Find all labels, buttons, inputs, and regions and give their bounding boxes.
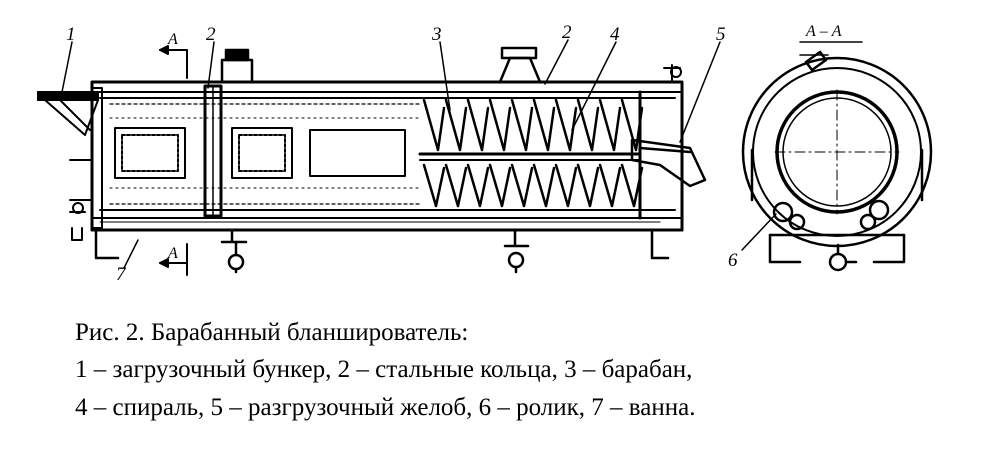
section-view-title: А – А: [805, 23, 842, 40]
spiral-flight-lower: [576, 163, 600, 208]
spiral-flight-lower: [620, 163, 644, 208]
section-mark-bottom: А: [167, 245, 178, 262]
discharge-chute: [630, 138, 707, 188]
spiral-flight-lower: [532, 163, 556, 208]
figure-caption-legend-line-1: 1 – загрузочный бункер, 2 – стальные кол…: [75, 356, 693, 383]
label-3: 3: [431, 24, 442, 45]
supports: [94, 228, 670, 274]
blancher-drawing: 1 2 3 2 4 5 6 7 А А А – А: [37, 22, 933, 285]
spiral-flight-upper: [488, 98, 512, 152]
top-nozzle-right: [498, 46, 542, 84]
top-nozzle-left: [220, 48, 254, 84]
roller-right: [859, 199, 890, 231]
section-view: [741, 41, 933, 272]
label-2-right: 2: [562, 22, 572, 43]
spiral-flight-lower: [444, 163, 468, 208]
spiral-flight-upper: [532, 98, 556, 152]
loading-hopper: [37, 91, 99, 136]
side-view: [37, 39, 721, 276]
leaders: [61, 39, 721, 269]
spiral-flight-lower: [466, 163, 490, 208]
spiral-flight-upper: [598, 98, 622, 152]
label-4: 4: [610, 24, 620, 45]
label-7: 7: [116, 264, 127, 285]
section-line: [159, 45, 188, 276]
window-2: [231, 127, 293, 179]
label-6: 6: [728, 250, 738, 271]
spiral-flight-lower: [422, 163, 446, 208]
labels: 1 2 3 2 4 5 6 7 А А А – А: [66, 22, 842, 285]
spiral-flight-lower: [598, 163, 622, 208]
section-mark-top: А: [167, 31, 178, 48]
label-5: 5: [716, 24, 726, 45]
spiral-flight-upper: [510, 98, 534, 152]
steel-ring-left: [203, 84, 223, 218]
window-3: [309, 129, 406, 177]
spiral-flight-lower: [554, 163, 578, 208]
label-1: 1: [66, 24, 76, 45]
figure-caption-title: Рис. 2. Барабанный бланширователь:: [75, 319, 469, 346]
spiral: [422, 98, 644, 208]
spiral-flight-upper: [422, 98, 446, 152]
spiral-flight-lower: [510, 163, 534, 208]
top-right-valve: [663, 64, 682, 83]
figure-caption-legend-line-2: 4 – спираль, 5 – разгрузочный желоб, 6 –…: [75, 394, 696, 421]
spiral-flight-lower: [488, 163, 512, 208]
spiral-flight-upper: [576, 98, 600, 152]
housing: [69, 80, 684, 241]
spiral-flight-upper: [554, 98, 578, 152]
spiral-flight-upper: [444, 98, 468, 152]
window-1: [114, 127, 186, 179]
spiral-flight-upper: [620, 98, 644, 152]
roller-left: [772, 201, 806, 231]
spiral-flight-upper: [466, 98, 490, 152]
label-2-left: 2: [206, 24, 216, 45]
